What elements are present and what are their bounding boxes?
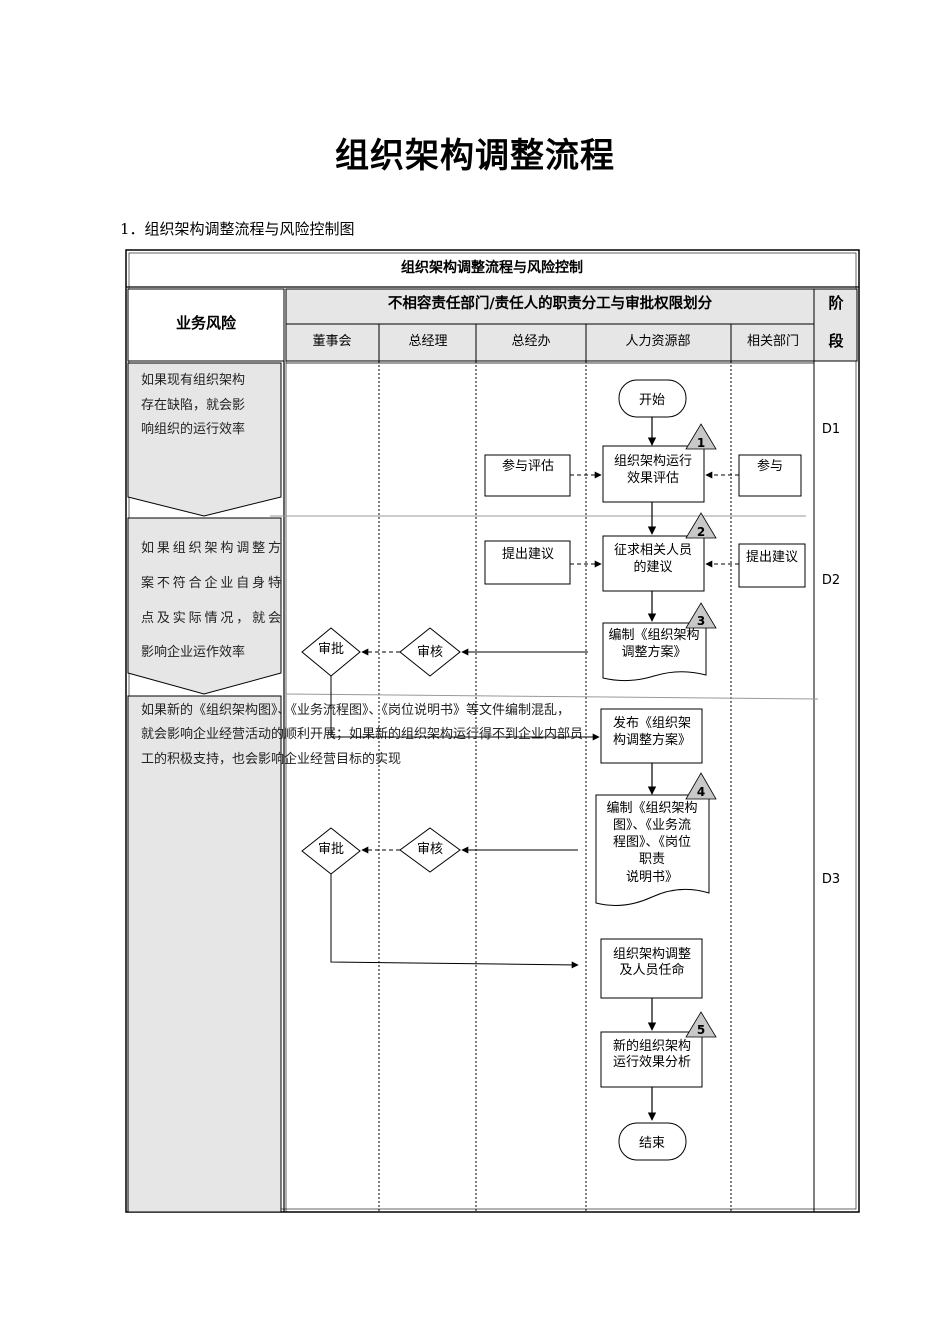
end-node — [618, 1122, 687, 1161]
risk-3-line: 工的积极支持，也会影响企业经营目标的实现 — [141, 751, 401, 767]
review-diamond-2 — [399, 827, 461, 873]
column-gm: 总经理 — [408, 334, 447, 349]
column-related: 相关部门 — [747, 334, 799, 349]
phase-separator — [285, 693, 819, 700]
suggest-related-box — [738, 543, 806, 588]
node-label: 编制《组织架构 — [606, 801, 697, 816]
risk-shape-2 — [127, 517, 282, 695]
node-label: 提出建议 — [502, 546, 554, 562]
table-frame — [125, 249, 860, 1213]
column-gm-office: 总经办 — [511, 334, 550, 349]
risk-1-line: 存在缺陷，就会影 — [141, 398, 245, 413]
header-band — [285, 288, 815, 362]
node-label: 程图》、《岗位 — [613, 835, 691, 850]
plan-document — [602, 622, 707, 682]
node-label: 参与 — [757, 458, 783, 474]
node-label: 审批 — [318, 842, 344, 857]
control-point-4-icon: 4 — [685, 772, 717, 800]
risk-1-line: 响组织的运行效率 — [141, 421, 245, 437]
analysis-box — [600, 1031, 703, 1088]
stage-label: D3 — [822, 872, 840, 887]
node-label: 审核 — [417, 842, 443, 857]
node-label: 审批 — [318, 642, 344, 657]
stage-header-cell — [813, 288, 858, 362]
risk-shape-1 — [127, 362, 282, 517]
risk-2-line: 案不符合企业自身特 — [141, 575, 281, 591]
eval-participate-box — [484, 454, 571, 497]
stage-label: D1 — [822, 422, 840, 437]
table-caption: 组织架构调整流程与风险控制 — [401, 259, 583, 276]
node-label: 1 — [697, 436, 705, 450]
docs-document — [595, 794, 710, 906]
risk-1-line: 如果现有组织架构 — [141, 372, 245, 388]
review-diamond-1 — [399, 627, 461, 677]
risk-header-cell — [127, 288, 285, 362]
node-label: 构调整方案》 — [613, 732, 691, 748]
node-label: 参与评估 — [502, 458, 554, 474]
stage-header-top: 阶 — [828, 294, 844, 312]
node-label: 及人员任命 — [619, 962, 684, 978]
node-label: 图》、《业务流 — [613, 817, 691, 833]
stage-label: D2 — [822, 573, 840, 588]
risk-3-line: 如果新的《组织架构图》、《业务流程图》、《岗位说明书》等文件编制混乱， — [141, 702, 570, 718]
column-board: 董事会 — [312, 334, 351, 349]
node-label: 效果评估 — [627, 471, 679, 486]
stage-header-bottom: 段 — [828, 332, 843, 350]
node-label: 说明书》 — [626, 870, 678, 885]
risk-3-line: 就会影响企业经营活动的顺利开展；如果新的组织架构运行得不到企业内部员 — [141, 726, 583, 742]
node-label: 4 — [697, 785, 705, 799]
node-label: 编制《组织架构 — [608, 628, 699, 643]
section-heading: 1．组织架构调整流程与风险控制图 — [120, 220, 355, 238]
risk-header: 业务风险 — [176, 314, 237, 332]
collect-suggestions-box — [602, 535, 705, 592]
control-point-1-icon: 1 — [685, 423, 717, 450]
node-label: 审核 — [417, 645, 443, 660]
node-label: 发布《组织架 — [613, 715, 691, 731]
risk-shape-3 — [127, 695, 282, 1213]
node-label: 的建议 — [633, 559, 672, 575]
node-label: 提出建议 — [746, 549, 798, 565]
eval-main-box — [602, 445, 705, 503]
node-label: 职责 — [639, 852, 665, 867]
risk-2-line: 点及实际情况，就会 — [141, 611, 281, 626]
risk-2-line: 影响企业运作效率 — [141, 644, 245, 660]
node-label: 运行效果分析 — [613, 1055, 691, 1070]
responsibility-header: 不相容责任部门/责任人的职责分工与审批权限划分 — [388, 294, 713, 312]
adjust-appoint-box — [600, 938, 703, 999]
node-label: 征求相关人员 — [614, 543, 692, 558]
page-title: 组织架构调整流程 — [335, 136, 615, 176]
control-point-2-icon: 2 — [685, 512, 717, 539]
risk-2-line: 如果组织架构调整方 — [141, 540, 281, 556]
eval-related-box — [738, 454, 802, 497]
control-point-3-icon: 3 — [685, 602, 717, 629]
node-label: 2 — [697, 525, 705, 539]
node-label: 调整方案》 — [621, 644, 686, 660]
column-hr: 人力资源部 — [625, 334, 690, 349]
control-point-5-icon: 5 — [685, 1011, 717, 1038]
node-label: 组织架构调整 — [613, 947, 691, 962]
node-label: 结束 — [639, 1136, 665, 1151]
node-label: 3 — [697, 614, 705, 628]
node-label: 开始 — [639, 393, 665, 408]
node-label: 5 — [697, 1023, 705, 1037]
suggest-gm-office-box — [484, 540, 571, 585]
node-label: 组织架构运行 — [614, 454, 692, 469]
node-label: 新的组织架构 — [613, 1038, 691, 1054]
